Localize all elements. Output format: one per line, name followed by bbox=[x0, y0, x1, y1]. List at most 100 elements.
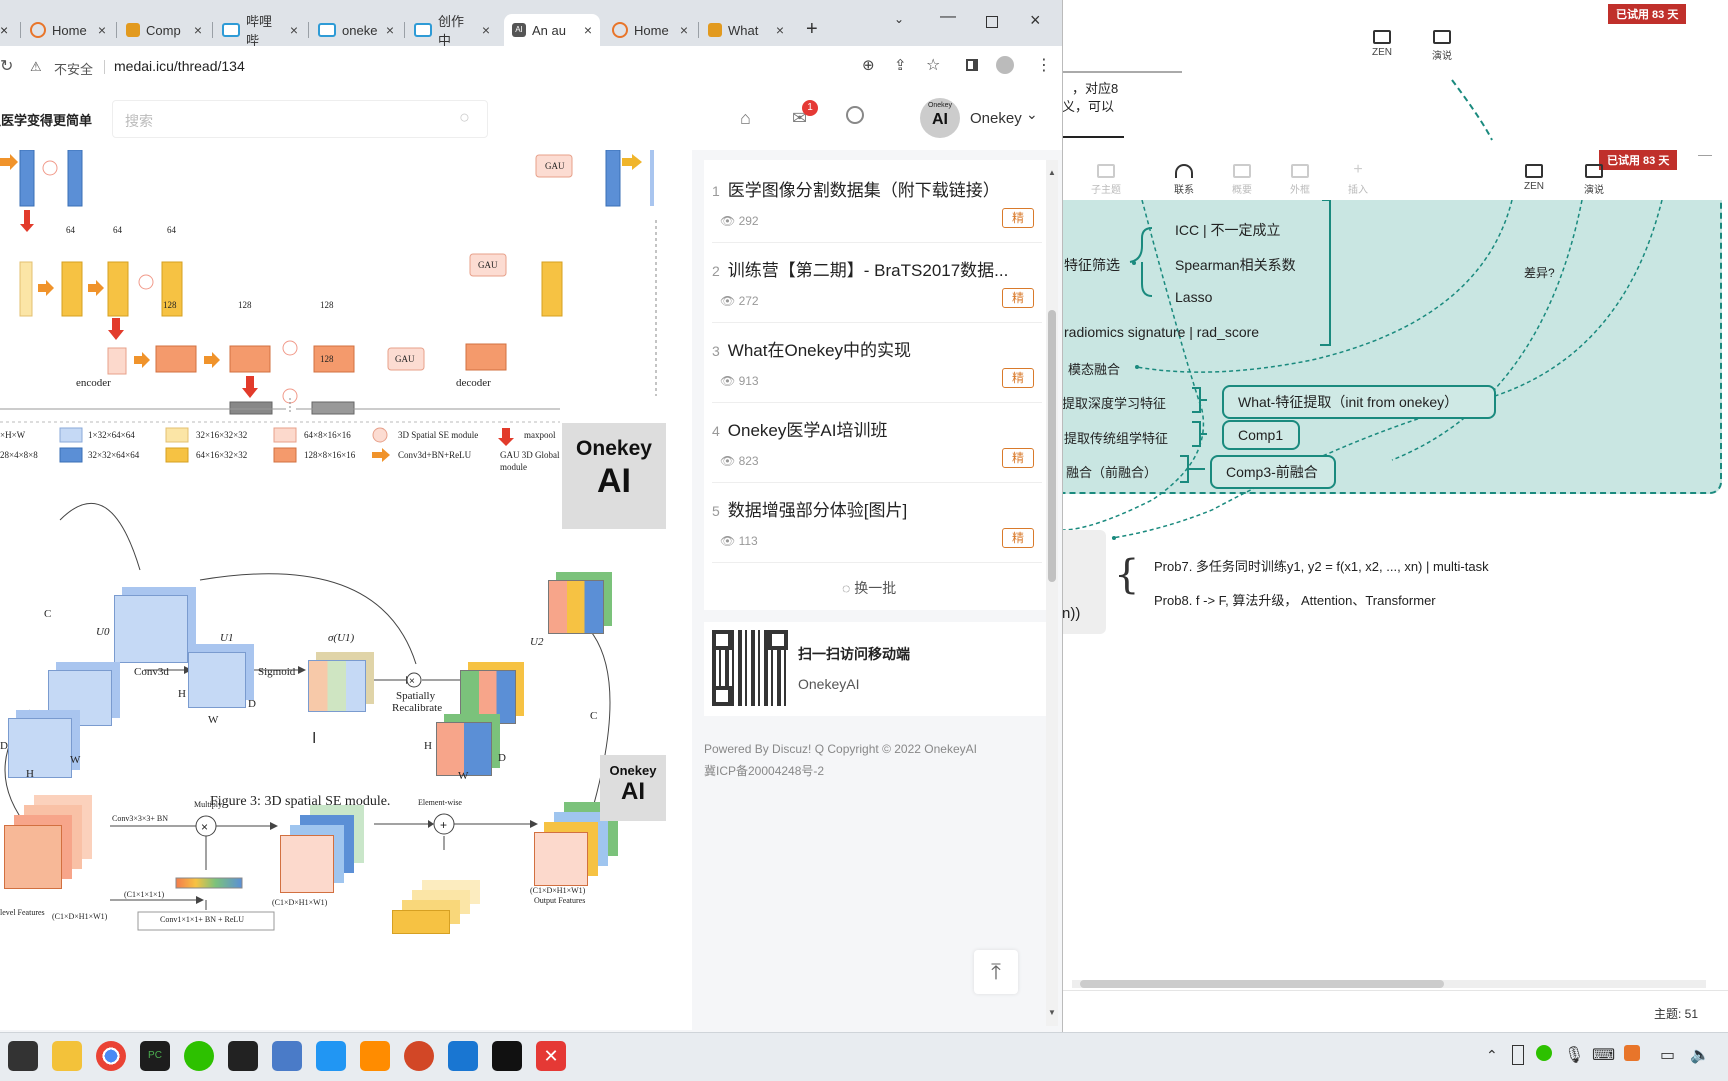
volume-icon[interactable]: 🔈 bbox=[1690, 1047, 1710, 1064]
network-app-icon[interactable] bbox=[272, 1041, 302, 1071]
hot-item-title[interactable]: 数据增强部分体验[图片] bbox=[727, 501, 908, 520]
new-tab-button[interactable]: + bbox=[806, 18, 818, 40]
node-stub[interactable] bbox=[1062, 530, 1106, 634]
mindmap-canvas[interactable]: 特征筛选 ICC | 不一定成立 Spearman相关系数 Lasso radi… bbox=[1062, 200, 1728, 1032]
boundary-button[interactable]: 外框 bbox=[1280, 164, 1320, 196]
folder-icon[interactable] bbox=[52, 1041, 82, 1071]
microphone-icon[interactable]: 🎙 bbox=[1564, 1047, 1585, 1064]
relationship-button[interactable]: 联系 bbox=[1164, 164, 1204, 196]
menu-icon[interactable]: ⋮ bbox=[1036, 57, 1052, 74]
node-prob8[interactable]: Prob8. f -> F, 算法升级， Attention、Transform… bbox=[1154, 593, 1436, 608]
node-row-left[interactable]: 提取深度学习特征 bbox=[1062, 396, 1167, 411]
app-tray-icon[interactable] bbox=[1624, 1045, 1640, 1061]
node-signature[interactable]: radiomics signature | rad_score bbox=[1064, 324, 1260, 340]
tab-onekey[interactable]: oneke× bbox=[310, 14, 402, 46]
maximize-button[interactable] bbox=[986, 16, 998, 28]
hot-item-title[interactable]: What在Onekey中的实现 bbox=[727, 341, 912, 360]
chevron-down-icon[interactable]: ⌄ bbox=[1026, 106, 1038, 122]
compass-icon[interactable] bbox=[846, 106, 864, 124]
insert-button[interactable]: +插入 bbox=[1348, 161, 1368, 197]
node-icc[interactable]: ICC | 不一定成立 bbox=[1175, 222, 1281, 238]
vertical-scrollbar[interactable]: ▲ ▼ bbox=[1046, 160, 1058, 1026]
back-to-top-icon[interactable]: ⤒ bbox=[974, 950, 1018, 994]
search-icon[interactable]: ○ bbox=[459, 107, 470, 127]
node-row-left[interactable]: 融合（前融合） bbox=[1066, 465, 1158, 480]
tab-comp[interactable]: Comp× bbox=[118, 14, 210, 46]
zen-button-top[interactable]: ZEN bbox=[1362, 30, 1402, 58]
terminal-icon[interactable] bbox=[492, 1041, 522, 1071]
hot-item-title[interactable]: 医学图像分割数据集（附下载链接） bbox=[727, 181, 1000, 200]
node-row-right[interactable]: Comp1 bbox=[1222, 420, 1300, 450]
tab-bilibili[interactable]: 哔哩哔× bbox=[214, 14, 306, 48]
horizontal-scrollbar[interactable] bbox=[1072, 980, 1706, 988]
sublime-icon[interactable] bbox=[360, 1041, 390, 1071]
node-lasso[interactable]: Lasso bbox=[1175, 289, 1213, 305]
tray-chevron-icon[interactable]: ⌃ bbox=[1486, 1047, 1498, 1063]
node-spearman[interactable]: Spearman相关系数 bbox=[1175, 257, 1296, 273]
xmind-icon[interactable]: ✕ bbox=[536, 1041, 566, 1071]
zoom-icon[interactable]: ⊕ bbox=[862, 57, 875, 74]
tab-home-2[interactable]: Home× bbox=[604, 14, 696, 46]
tab-what[interactable]: What× bbox=[700, 14, 792, 46]
feishu-icon[interactable] bbox=[316, 1041, 346, 1071]
camera-app-icon[interactable] bbox=[228, 1041, 258, 1071]
window-close-button[interactable]: × bbox=[1030, 10, 1041, 30]
close-icon[interactable]: × bbox=[97, 22, 106, 38]
node-feature-select[interactable]: 特征筛选 bbox=[1064, 257, 1120, 273]
scrollbar-thumb[interactable] bbox=[1048, 310, 1056, 582]
subtopic-button[interactable]: 子主题 bbox=[1086, 164, 1126, 196]
node-row-left[interactable]: 提取传统组学特征 bbox=[1064, 431, 1169, 446]
present-button-top[interactable]: 演说 bbox=[1422, 30, 1462, 62]
usb-icon[interactable] bbox=[1512, 1045, 1524, 1065]
close-icon[interactable]: × bbox=[583, 22, 592, 38]
remote-app-icon[interactable] bbox=[448, 1041, 478, 1071]
search-input[interactable]: 搜索 ○ bbox=[112, 100, 488, 138]
minimize-icon[interactable]: — bbox=[1698, 146, 1712, 162]
desktop-app-icon[interactable] bbox=[8, 1041, 38, 1071]
sidepanel-icon[interactable] bbox=[966, 59, 978, 71]
wechat-tray-icon[interactable] bbox=[1536, 1045, 1552, 1061]
tab-search-icon[interactable]: ⌄ bbox=[894, 12, 905, 26]
relationship-label[interactable]: 差异? bbox=[1524, 266, 1555, 280]
keyboard-icon[interactable]: ⌨ bbox=[1592, 1047, 1616, 1064]
boundary-region[interactable] bbox=[1062, 200, 1722, 494]
hot-item-title[interactable]: 训练营【第二期】- BraTS2017数据... bbox=[727, 261, 1009, 280]
reload-icon[interactable]: ↻ bbox=[0, 58, 14, 75]
username[interactable]: Onekey bbox=[970, 110, 1022, 127]
tab-home[interactable]: Home× bbox=[22, 14, 114, 46]
close-icon[interactable]: × bbox=[775, 22, 784, 38]
node-modal-fusion[interactable]: 模态融合 bbox=[1068, 362, 1121, 377]
scrollbar-thumb[interactable] bbox=[1080, 980, 1444, 988]
zen-button[interactable]: ZEN bbox=[1514, 164, 1554, 192]
present-button[interactable]: 演说 bbox=[1574, 164, 1614, 196]
home-icon[interactable]: ⌂ bbox=[740, 108, 751, 128]
powerpoint-icon[interactable] bbox=[404, 1041, 434, 1071]
url-text[interactable]: medai.icu/thread/134 bbox=[114, 58, 245, 74]
security-label[interactable]: 不安全 bbox=[54, 62, 94, 77]
profile-icon[interactable] bbox=[996, 56, 1014, 74]
refresh-button[interactable]: ◌ 换一批 bbox=[842, 580, 897, 596]
close-icon[interactable]: × bbox=[679, 22, 688, 38]
close-icon[interactable]: × bbox=[193, 22, 202, 38]
close-icon[interactable]: × bbox=[289, 22, 298, 38]
display-icon[interactable]: ▭ bbox=[1660, 1047, 1676, 1064]
summary-button[interactable]: 概要 bbox=[1222, 164, 1262, 196]
warning-icon[interactable]: ⚠ bbox=[30, 59, 42, 74]
tab-close-fragment[interactable]: × bbox=[0, 22, 9, 38]
close-icon[interactable]: × bbox=[481, 22, 490, 38]
wechat-icon[interactable] bbox=[184, 1041, 214, 1071]
node-row-right[interactable]: Comp3-前融合 bbox=[1210, 455, 1336, 489]
hot-item-title[interactable]: Onekey医学AI培训班 bbox=[727, 421, 888, 440]
minimize-button[interactable]: — bbox=[940, 8, 956, 25]
share-icon[interactable]: ⇪ bbox=[894, 57, 907, 74]
chrome-icon[interactable] bbox=[96, 1041, 126, 1071]
footer-icp[interactable]: 冀ICP备20004248号-2 bbox=[704, 764, 825, 778]
bookmark-star-icon[interactable]: ☆ bbox=[926, 57, 941, 74]
avatar[interactable]: Onekey AI bbox=[920, 98, 960, 138]
node-prob7[interactable]: Prob7. 多任务同时训练y1, y2 = f(x1, x2, ..., xn… bbox=[1154, 559, 1489, 574]
node-row-right[interactable]: What-特征提取（init from onekey） bbox=[1222, 385, 1496, 419]
